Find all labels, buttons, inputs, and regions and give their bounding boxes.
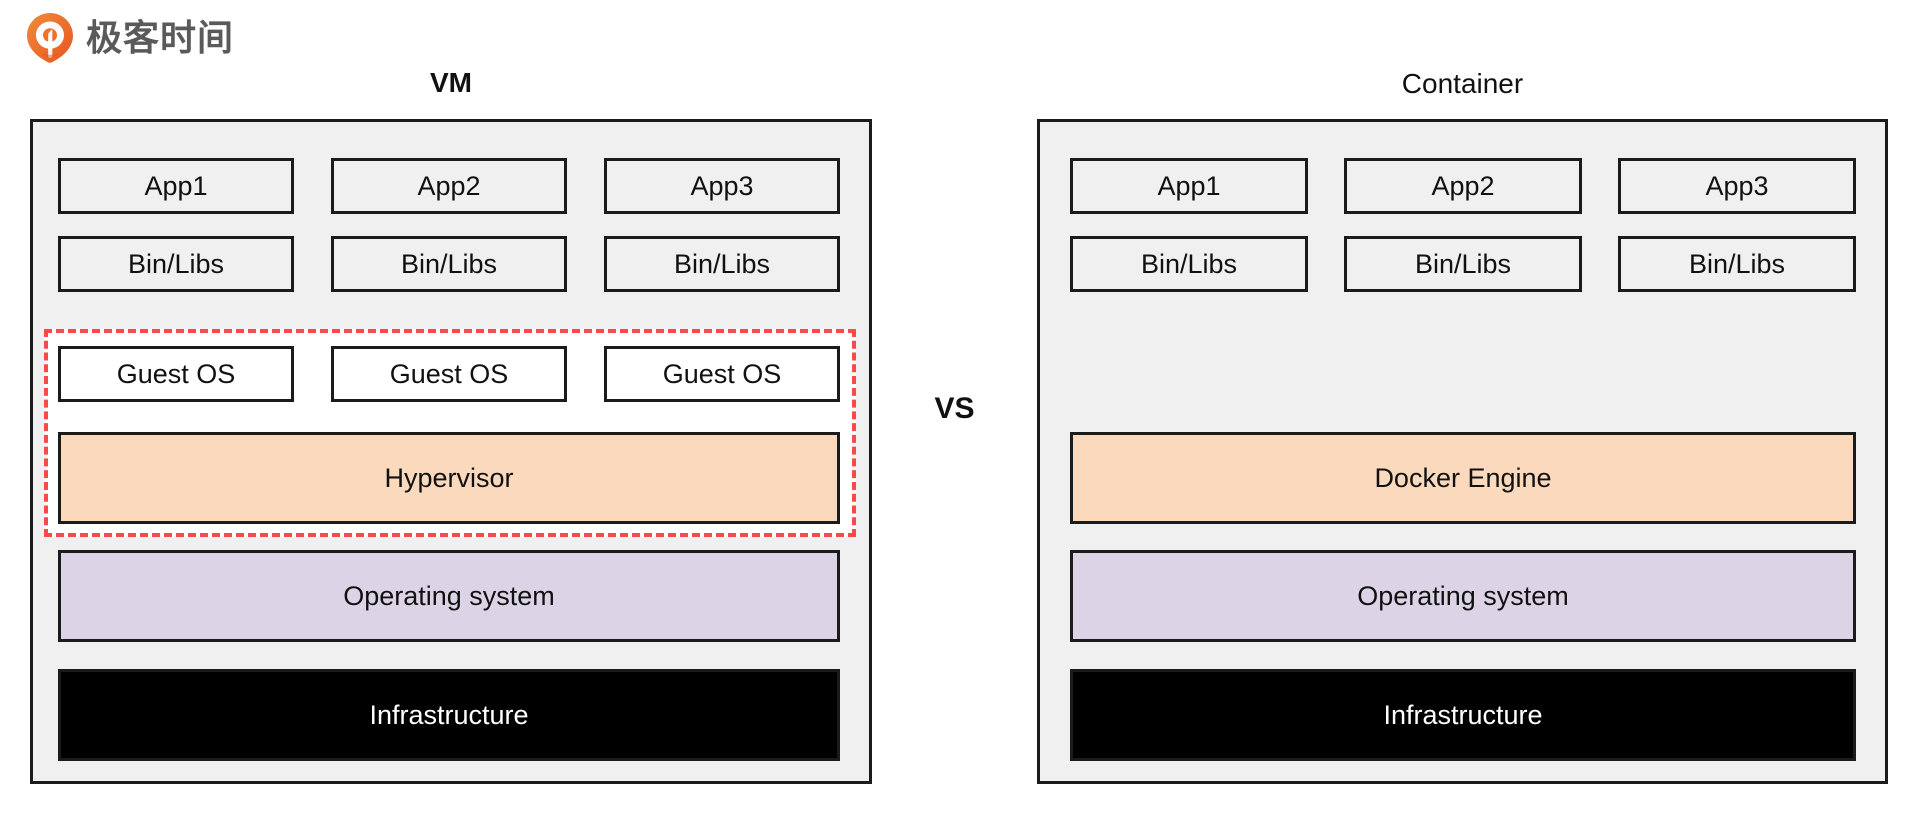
container-binlibs-box-3: Bin/Libs (1618, 236, 1856, 292)
vm-operating-system-label: Operating system (343, 580, 555, 611)
geekbang-pin-logo-icon (26, 12, 74, 64)
container-app-label-1: App1 (1157, 170, 1221, 201)
vm-guestos-box-2: Guest OS (331, 346, 567, 402)
vm-guestos-box-3: Guest OS (604, 346, 840, 402)
container-docker-engine-box: Docker Engine (1070, 432, 1856, 524)
vm-binlibs-box-2: Bin/Libs (331, 236, 567, 292)
container-docker-engine-label: Docker Engine (1374, 462, 1552, 493)
vm-panel: App1 App2 App3 Bin/Libs Bin/Libs Bin/Lib… (30, 119, 872, 784)
vm-binlibs-label-3: Bin/Libs (673, 248, 771, 279)
vm-app-label-2: App2 (417, 170, 481, 201)
container-app-box-2: App2 (1344, 158, 1582, 214)
vm-app-box-1: App1 (58, 158, 294, 214)
vm-app-box-3: App3 (604, 158, 840, 214)
vm-app-box-2: App2 (331, 158, 567, 214)
vs-separator-label: VS (934, 392, 975, 425)
container-infrastructure-box: Infrastructure (1070, 669, 1856, 761)
vm-binlibs-label-1: Bin/Libs (127, 248, 225, 279)
vm-infrastructure-box: Infrastructure (58, 669, 840, 761)
container-binlibs-label-3: Bin/Libs (1688, 248, 1786, 279)
vm-guestos-label-2: Guest OS (389, 358, 509, 389)
vm-guestos-label-3: Guest OS (662, 358, 782, 389)
container-app-label-2: App2 (1431, 170, 1495, 201)
vm-binlibs-box-3: Bin/Libs (604, 236, 840, 292)
vm-binlibs-box-1: Bin/Libs (58, 236, 294, 292)
container-infrastructure-label: Infrastructure (1383, 699, 1543, 730)
vm-binlibs-label-2: Bin/Libs (400, 248, 498, 279)
vm-hypervisor-label: Hypervisor (384, 462, 514, 493)
vm-app-label-1: App1 (144, 170, 208, 201)
vm-column-title: VM (430, 67, 472, 98)
container-app-label-3: App3 (1705, 170, 1769, 201)
container-app-box-3: App3 (1618, 158, 1856, 214)
vm-guestos-box-1: Guest OS (58, 346, 294, 402)
vm-operating-system-box: Operating system (58, 550, 840, 642)
container-app-box-1: App1 (1070, 158, 1308, 214)
vm-hypervisor-box: Hypervisor (58, 432, 840, 524)
container-binlibs-box-1: Bin/Libs (1070, 236, 1308, 292)
container-binlibs-label-2: Bin/Libs (1414, 248, 1512, 279)
brand-logo: 极客时间 (26, 12, 234, 64)
container-operating-system-label: Operating system (1357, 580, 1569, 611)
container-panel: App1 App2 App3 Bin/Libs Bin/Libs Bin/Lib… (1037, 119, 1888, 784)
vm-app-label-3: App3 (690, 170, 754, 201)
vm-infrastructure-label: Infrastructure (369, 699, 529, 730)
container-binlibs-label-1: Bin/Libs (1140, 248, 1238, 279)
container-binlibs-box-2: Bin/Libs (1344, 236, 1582, 292)
container-operating-system-box: Operating system (1070, 550, 1856, 642)
vm-guestos-label-1: Guest OS (116, 358, 236, 389)
container-column-title: Container (1401, 68, 1524, 99)
brand-name: 极客时间 (86, 17, 235, 58)
